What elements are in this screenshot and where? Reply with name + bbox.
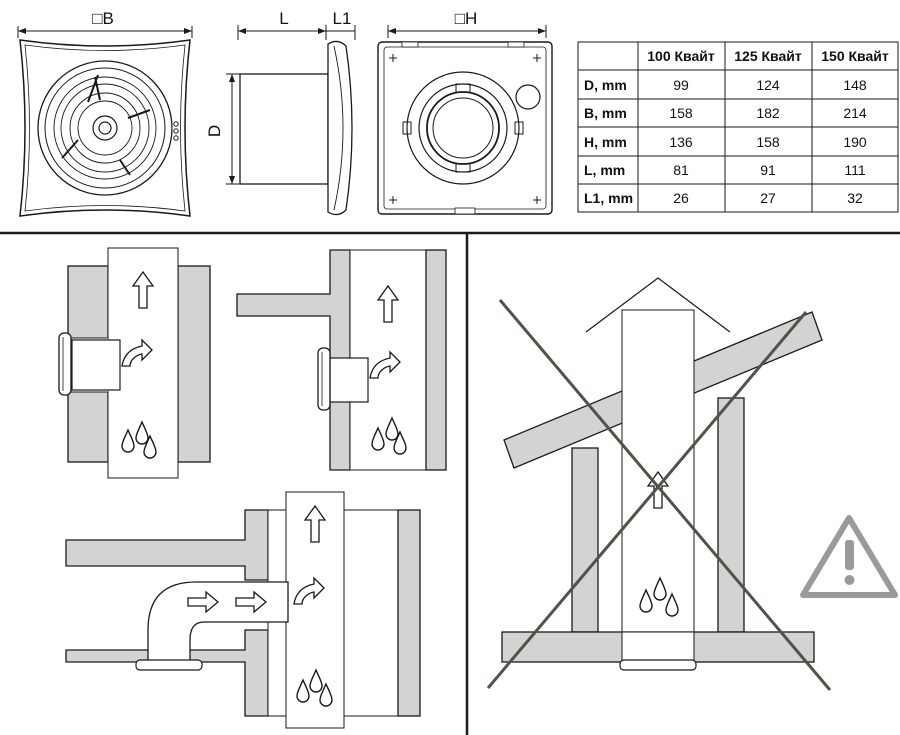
dimension-l-label: L (279, 9, 288, 28)
cell-l-150: 111 (844, 162, 865, 178)
cell-b-100: 158 (669, 105, 693, 121)
prohibited-cross-icon (486, 299, 832, 691)
row-label-l: L, mm (584, 162, 625, 178)
dimension-d-label: D (205, 125, 224, 137)
row-label-h: H, mm (584, 134, 627, 150)
row-label-b: B, mm (584, 105, 627, 121)
row-label-d: D, mm (584, 77, 627, 93)
dimension-l1-label: L1 (333, 9, 352, 28)
fan-front-view: □B (17, 9, 193, 217)
table-header-100: 100 Квайт (647, 48, 715, 64)
cell-h-100: 136 (669, 134, 693, 150)
fan-back-view: □H (377, 9, 553, 215)
cell-l-125: 91 (760, 162, 776, 178)
row-label-l1: L1, mm (584, 190, 633, 206)
dimension-b-label: □B (92, 9, 114, 28)
table-header-125: 125 Квайт (734, 48, 802, 64)
cell-d-100: 99 (673, 77, 689, 93)
cell-l1-125: 27 (760, 190, 776, 206)
cell-l-100: 81 (673, 162, 689, 178)
install-scene-elbow-duct (65, 491, 421, 729)
install-scene-wall (58, 247, 211, 479)
table-header-150: 150 Квайт (821, 48, 889, 64)
dimension-h-label: □H (455, 9, 478, 28)
fan-side-view: L L1 D (205, 9, 356, 216)
spec-table-grid (577, 41, 899, 213)
cell-d-150: 148 (843, 77, 867, 93)
cell-l1-100: 26 (673, 190, 689, 206)
spec-table: 100 Квайт 125 Квайт 150 Квайт D, mm 99 1… (577, 41, 899, 213)
cell-b-150: 214 (843, 105, 867, 121)
install-scene-side-duct (236, 249, 447, 471)
cell-l1-150: 32 (847, 190, 863, 206)
cell-d-125: 124 (756, 77, 780, 93)
cell-h-125: 158 (756, 134, 780, 150)
warning-icon (800, 515, 898, 598)
cell-h-150: 190 (843, 134, 867, 150)
cell-b-125: 182 (756, 105, 780, 121)
install-scene-prohibited (486, 277, 898, 691)
